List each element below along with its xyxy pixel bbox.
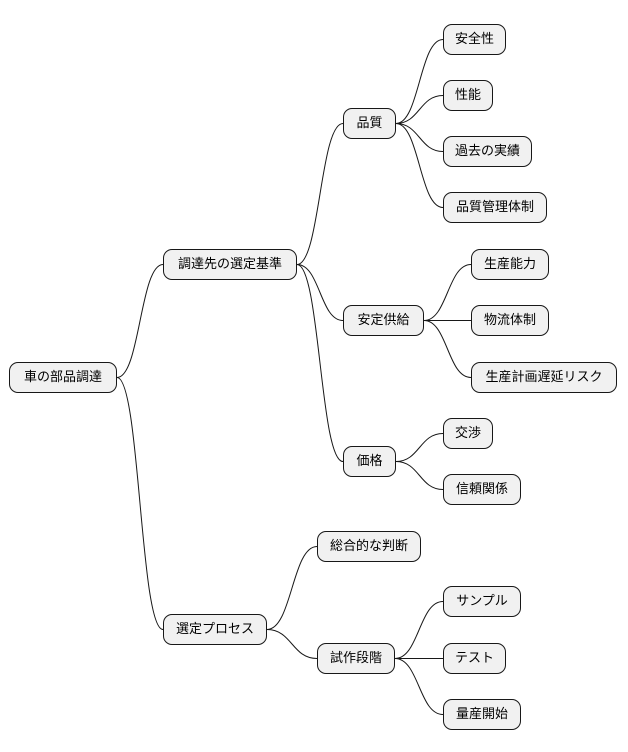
node-price: 価格 (343, 446, 396, 477)
node-negotiation: 交渉 (443, 418, 493, 449)
node-trust: 信頼関係 (443, 474, 521, 505)
edge-prototype-sample (394, 601, 444, 659)
node-qc-system: 品質管理体制 (443, 192, 547, 223)
edge-quality-performance (395, 95, 444, 124)
edge-prototype-mass-production (394, 658, 444, 715)
edge-price-negotiation (395, 433, 444, 462)
edge-quality-safety (395, 39, 444, 124)
edge-criteria-price (296, 264, 344, 462)
node-overall-judgment: 総合的な判断 (317, 531, 421, 562)
node-quality: 品質 (343, 108, 396, 139)
node-performance: 性能 (443, 80, 493, 111)
node-prototype-stage: 試作段階 (317, 643, 395, 674)
node-sample: サンプル (443, 586, 521, 617)
node-test: テスト (443, 643, 506, 674)
edge-quality-qc-system (395, 123, 444, 208)
node-mass-production: 量産開始 (443, 699, 521, 730)
edge-supply-delay-risk (423, 320, 472, 378)
edge-supply-capacity (423, 264, 472, 321)
node-selection-criteria: 調達先の選定基準 (163, 249, 297, 280)
edge-root-process (116, 377, 164, 630)
node-logistics: 物流体制 (471, 305, 549, 336)
edge-criteria-quality (296, 123, 344, 265)
node-selection-process: 選定プロセス (163, 614, 267, 645)
node-track-record: 過去の実績 (443, 136, 532, 167)
edge-process-prototype (266, 629, 318, 659)
node-safety: 安全性 (443, 24, 506, 55)
edge-criteria-supply (296, 264, 344, 321)
edge-price-trust (395, 461, 444, 490)
node-root: 車の部品調達 (9, 362, 117, 393)
edge-root-criteria (116, 264, 164, 378)
edge-process-judgment (266, 546, 318, 630)
edge-quality-track-record (395, 123, 444, 152)
node-delay-risk: 生産計画遅延リスク (471, 362, 617, 393)
node-production-capacity: 生産能力 (471, 249, 549, 280)
node-stable-supply: 安定供給 (343, 305, 424, 336)
